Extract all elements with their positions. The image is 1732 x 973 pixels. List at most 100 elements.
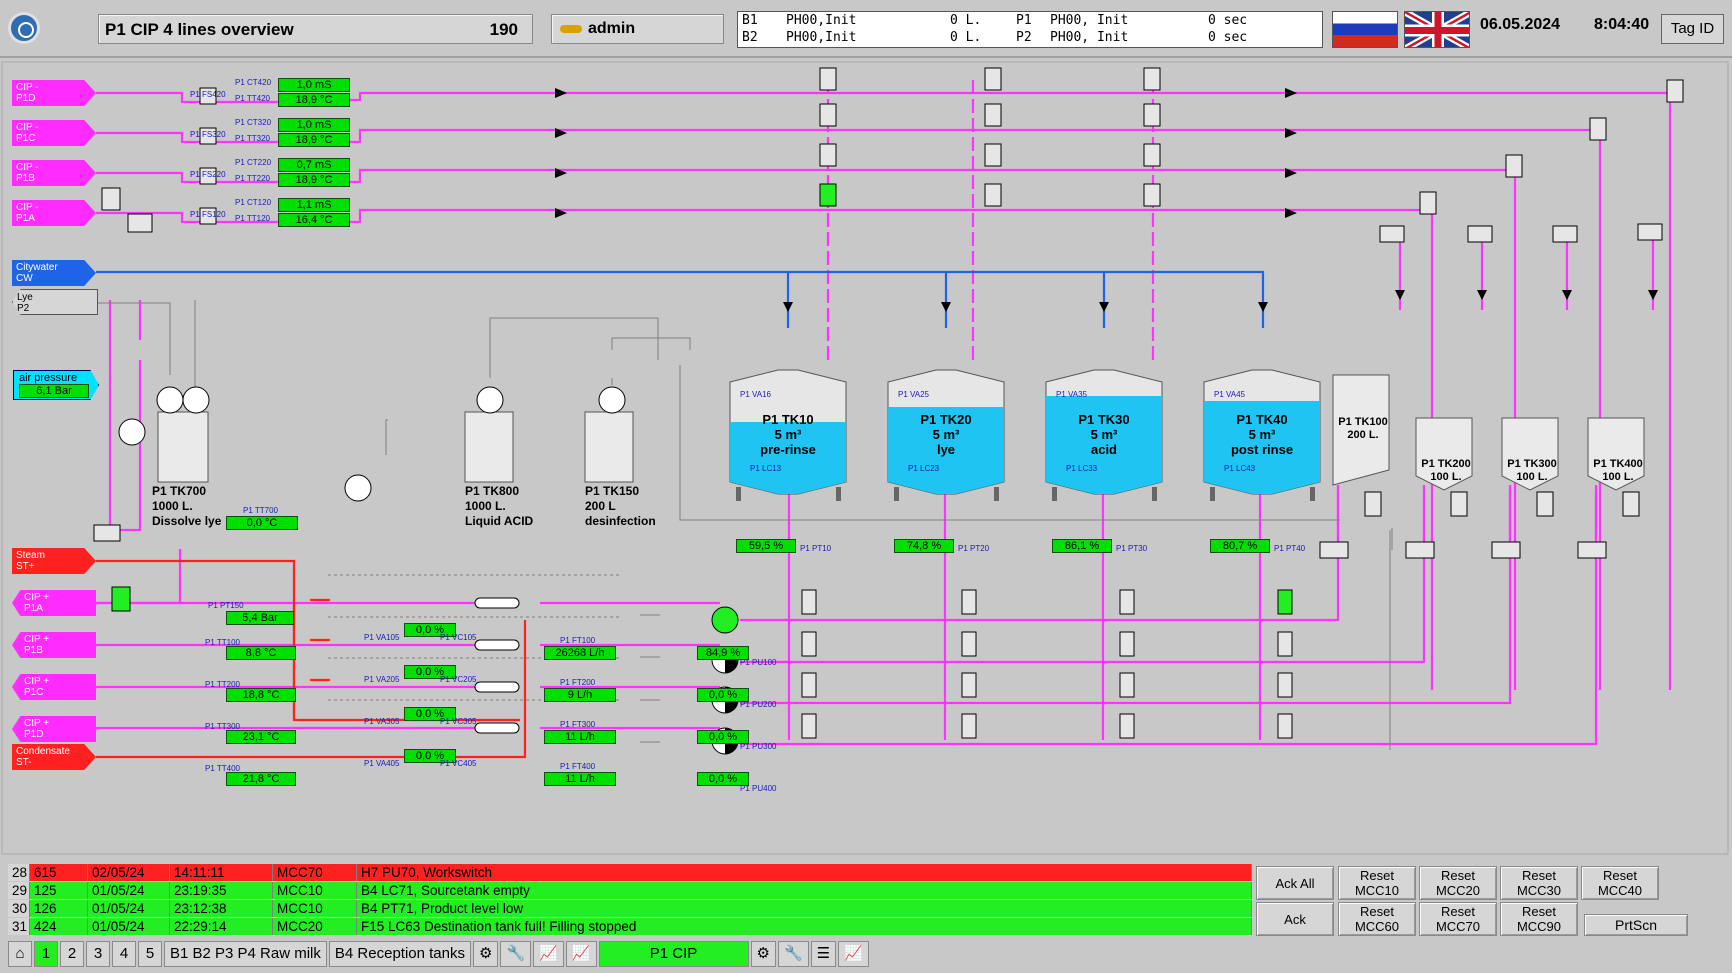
tank-level-fill bbox=[730, 422, 846, 494]
tank-name: P1 TK20 bbox=[920, 412, 972, 427]
ack-button[interactable]: Ack bbox=[1256, 902, 1334, 936]
tank-level-value[interactable]: 59,5 % bbox=[736, 539, 796, 553]
flow-switch-label: P1 FS320 bbox=[190, 130, 226, 139]
steam-valve-percent[interactable]: 0,0 % bbox=[404, 749, 456, 763]
alarm-date: 01/05/24 bbox=[88, 882, 170, 899]
alarm-id: 125 bbox=[30, 882, 88, 899]
current-area-button[interactable]: P1 CIP bbox=[598, 941, 749, 967]
tank-leg bbox=[894, 487, 899, 501]
alarm-msg: H7 PU70, Workswitch bbox=[357, 864, 1252, 881]
alarm-src: MCC10 bbox=[273, 882, 357, 899]
alarm-id: 126 bbox=[30, 900, 88, 917]
flow-value[interactable]: 11 L/h bbox=[544, 772, 616, 786]
page-1-button[interactable]: 1 bbox=[34, 941, 58, 967]
flow-value[interactable]: 26268 L/h bbox=[544, 646, 616, 660]
air-pressure-value: 6,1 Bar bbox=[19, 384, 89, 398]
wrench-icon[interactable]: 🔧 bbox=[777, 941, 809, 967]
tt-label: P1 TT400 bbox=[205, 764, 240, 773]
tag-id-button[interactable]: Tag ID bbox=[1661, 14, 1724, 44]
flow-value[interactable]: 9 L/h bbox=[544, 688, 616, 702]
area-raw-milk-button[interactable]: B1 B2 P3 P4 Raw milk bbox=[164, 941, 327, 967]
page-3-button[interactable]: 3 bbox=[86, 941, 110, 967]
pump-speed-value[interactable]: 84,9 % bbox=[697, 646, 749, 660]
supply-temperature-value[interactable]: 8,8 °C bbox=[226, 646, 296, 660]
page-2-button[interactable]: 2 bbox=[60, 941, 84, 967]
supply-temperature-value[interactable]: 21,8 °C bbox=[226, 772, 296, 786]
key-icon bbox=[560, 25, 582, 33]
tank-desc: desinfection bbox=[585, 514, 656, 528]
wrench-icon[interactable]: 🔧 bbox=[500, 941, 532, 967]
conductivity-value[interactable]: 1,0 mS bbox=[278, 78, 350, 92]
home-icon[interactable]: ⌂ bbox=[8, 941, 32, 967]
pump-speed-value[interactable]: 0,0 % bbox=[697, 772, 749, 786]
trend-icon[interactable]: 📈 bbox=[565, 941, 597, 967]
steam-valve-percent[interactable]: 0,0 % bbox=[404, 665, 456, 679]
pump-speed-value[interactable]: 0,0 % bbox=[697, 688, 749, 702]
tt700-value[interactable]: 0,0 °C bbox=[226, 516, 298, 530]
steam-valve-percent[interactable]: 0,0 % bbox=[404, 707, 456, 721]
temperature-value[interactable]: 18,9 °C bbox=[278, 173, 350, 187]
russian-flag-icon[interactable] bbox=[1332, 11, 1398, 48]
reset-mcc90-button[interactable]: Reset MCC90 bbox=[1500, 902, 1578, 936]
reset-mcc60-button[interactable]: Reset MCC60 bbox=[1338, 902, 1416, 936]
report-icon[interactable]: ☰ bbox=[810, 941, 837, 967]
lc-label: P1 LC43 bbox=[1224, 464, 1256, 473]
alarm-src: MCC10 bbox=[273, 900, 357, 917]
tank-level-value[interactable]: 86,1 % bbox=[1052, 539, 1112, 553]
reset-mcc40-button[interactable]: Reset MCC40 bbox=[1581, 866, 1659, 900]
uk-flag-icon[interactable] bbox=[1404, 11, 1470, 48]
pump-speed-value[interactable]: 0,0 % bbox=[697, 730, 749, 744]
citywater-tag: Citywater CW bbox=[12, 260, 96, 286]
conductivity-value[interactable]: 0,7 mS bbox=[278, 158, 350, 172]
tank-name: P1 TK100 bbox=[1338, 416, 1388, 428]
tank-vol: 5 m³ bbox=[1248, 427, 1276, 442]
trend-icon[interactable]: 📈 bbox=[533, 941, 564, 967]
supply-temperature-value[interactable]: 23,1 °C bbox=[226, 730, 296, 744]
gears-icon[interactable]: ⚙ bbox=[750, 941, 776, 967]
reset-mcc10-button[interactable]: Reset MCC10 bbox=[1338, 866, 1416, 900]
temperature-value[interactable]: 16,4 °C bbox=[278, 213, 350, 227]
page-4-button[interactable]: 4 bbox=[112, 941, 136, 967]
cip-supply-tag: CIP + P1C bbox=[12, 674, 96, 700]
steam-valve-percent[interactable]: 0,0 % bbox=[404, 623, 456, 637]
pipework bbox=[1, 61, 1729, 855]
conductivity-value[interactable]: 1,1 mS bbox=[278, 198, 350, 212]
screen-number: 190 bbox=[489, 20, 518, 39]
pt-label: P1 PT20 bbox=[958, 544, 990, 553]
conductivity-value[interactable]: 1,0 mS bbox=[278, 118, 350, 132]
reset-mcc70-button[interactable]: Reset MCC70 bbox=[1419, 902, 1497, 936]
flow-switch-label: P1 FS220 bbox=[190, 170, 226, 179]
tank-level-value[interactable]: 80,7 % bbox=[1210, 539, 1270, 553]
flow-value[interactable]: 11 L/h bbox=[544, 730, 616, 744]
supply-temperature-value[interactable]: 18,8 °C bbox=[226, 688, 296, 702]
reset-mcc20-button[interactable]: Reset MCC20 bbox=[1419, 866, 1497, 900]
reset-mcc30-button[interactable]: Reset MCC30 bbox=[1500, 866, 1578, 900]
ft-label: P1 FT400 bbox=[560, 762, 596, 771]
ack-all-button[interactable]: Ack All bbox=[1256, 866, 1334, 900]
trend-icon[interactable]: 📈 bbox=[838, 941, 869, 967]
user-box[interactable]: admin bbox=[551, 14, 724, 44]
pump-label: P1 PU100 bbox=[740, 658, 777, 667]
status-key: B2 bbox=[742, 30, 758, 45]
ft-label: P1 FT300 bbox=[560, 720, 596, 729]
area-reception-tanks-button[interactable]: B4 Reception tanks bbox=[328, 941, 471, 967]
temperature-value[interactable]: 18,9 °C bbox=[278, 93, 350, 107]
cip-return-p1b: CIP - P1B bbox=[12, 160, 96, 186]
prtscn-button[interactable]: PrtScn bbox=[1584, 914, 1688, 936]
pt-label: P1 PT10 bbox=[800, 544, 832, 553]
tank-level-value[interactable]: 74,8 % bbox=[894, 539, 954, 553]
pt150-value[interactable]: 5,4 Bar bbox=[226, 611, 294, 625]
temperature-value[interactable]: 18,9 °C bbox=[278, 133, 350, 147]
tank-leg bbox=[736, 487, 741, 501]
gears-icon[interactable]: ⚙ bbox=[472, 941, 499, 967]
page-5-button[interactable]: 5 bbox=[138, 941, 162, 967]
